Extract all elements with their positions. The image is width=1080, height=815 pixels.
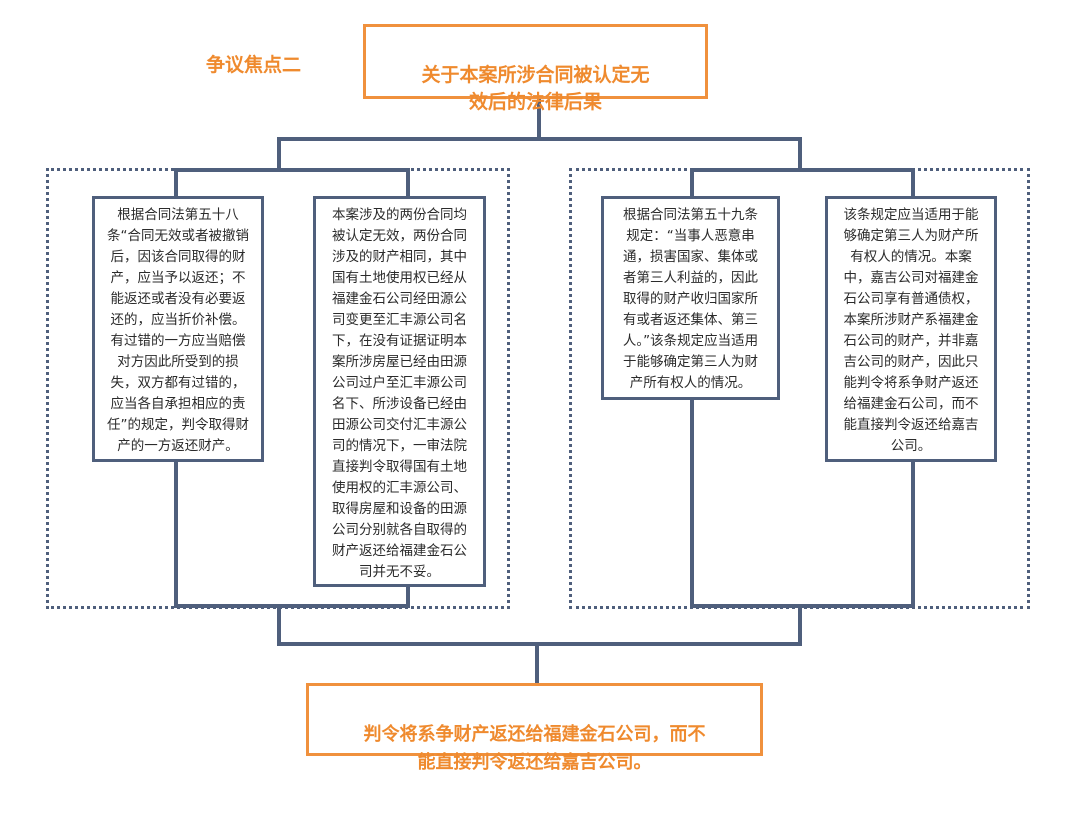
connector-left-drop xyxy=(277,137,281,171)
focus-label: 争议焦点二 xyxy=(206,54,302,76)
connector-left-join-b xyxy=(406,585,410,608)
connector-top-horizontal xyxy=(277,137,802,141)
left-box-article-58: 根据合同法第五十八 条“合同无效或者被撤销 后，因该合同取得的财 产，应当予以返… xyxy=(92,196,264,462)
right-box-application: 该条规定应当适用于能 够确定第三人为财产所 有权人的情况。本案 中，嘉吉公司对福… xyxy=(825,196,997,462)
connector-top-down xyxy=(537,98,541,140)
connector-right-drop xyxy=(798,137,802,171)
right-group-container xyxy=(569,168,1030,609)
right-box-article-59: 根据合同法第五十九条 规定：“当事人恶意串 通，损害国家、集体或 者第三人利益的… xyxy=(601,196,780,400)
top-issue-box: 关于本案所涉合同被认定无 效后的法律后果 xyxy=(363,24,708,113)
connector-right-branch-a xyxy=(690,168,694,196)
conclusion-box: 判令将系争财产返还给福建金石公司，而不 能直接判令返还给嘉吉公司。 xyxy=(306,683,763,773)
left-group-container xyxy=(46,168,510,609)
connector-left-join-a xyxy=(174,460,178,608)
connector-left-up xyxy=(277,604,281,646)
connector-right-join-a xyxy=(690,398,694,608)
connector-right-branch-b xyxy=(911,168,915,196)
left-box-case-analysis: 本案涉及的两份合同均 被认定无效，两份合同 涉及的财产相同，其中 国有土地使用权… xyxy=(313,196,486,587)
connector-bottom-down xyxy=(535,642,539,684)
connector-right-join-b xyxy=(911,460,915,608)
connector-right-up xyxy=(798,604,802,646)
top-issue-text: 关于本案所涉合同被认定无 效后的法律后果 xyxy=(421,64,650,113)
connector-left-branch-b xyxy=(406,168,410,196)
connector-bottom-horizontal xyxy=(277,642,802,646)
conclusion-text: 判令将系争财产返还给福建金石公司，而不 能直接判令返还给嘉吉公司。 xyxy=(363,724,706,773)
connector-left-branch-a xyxy=(174,168,178,196)
